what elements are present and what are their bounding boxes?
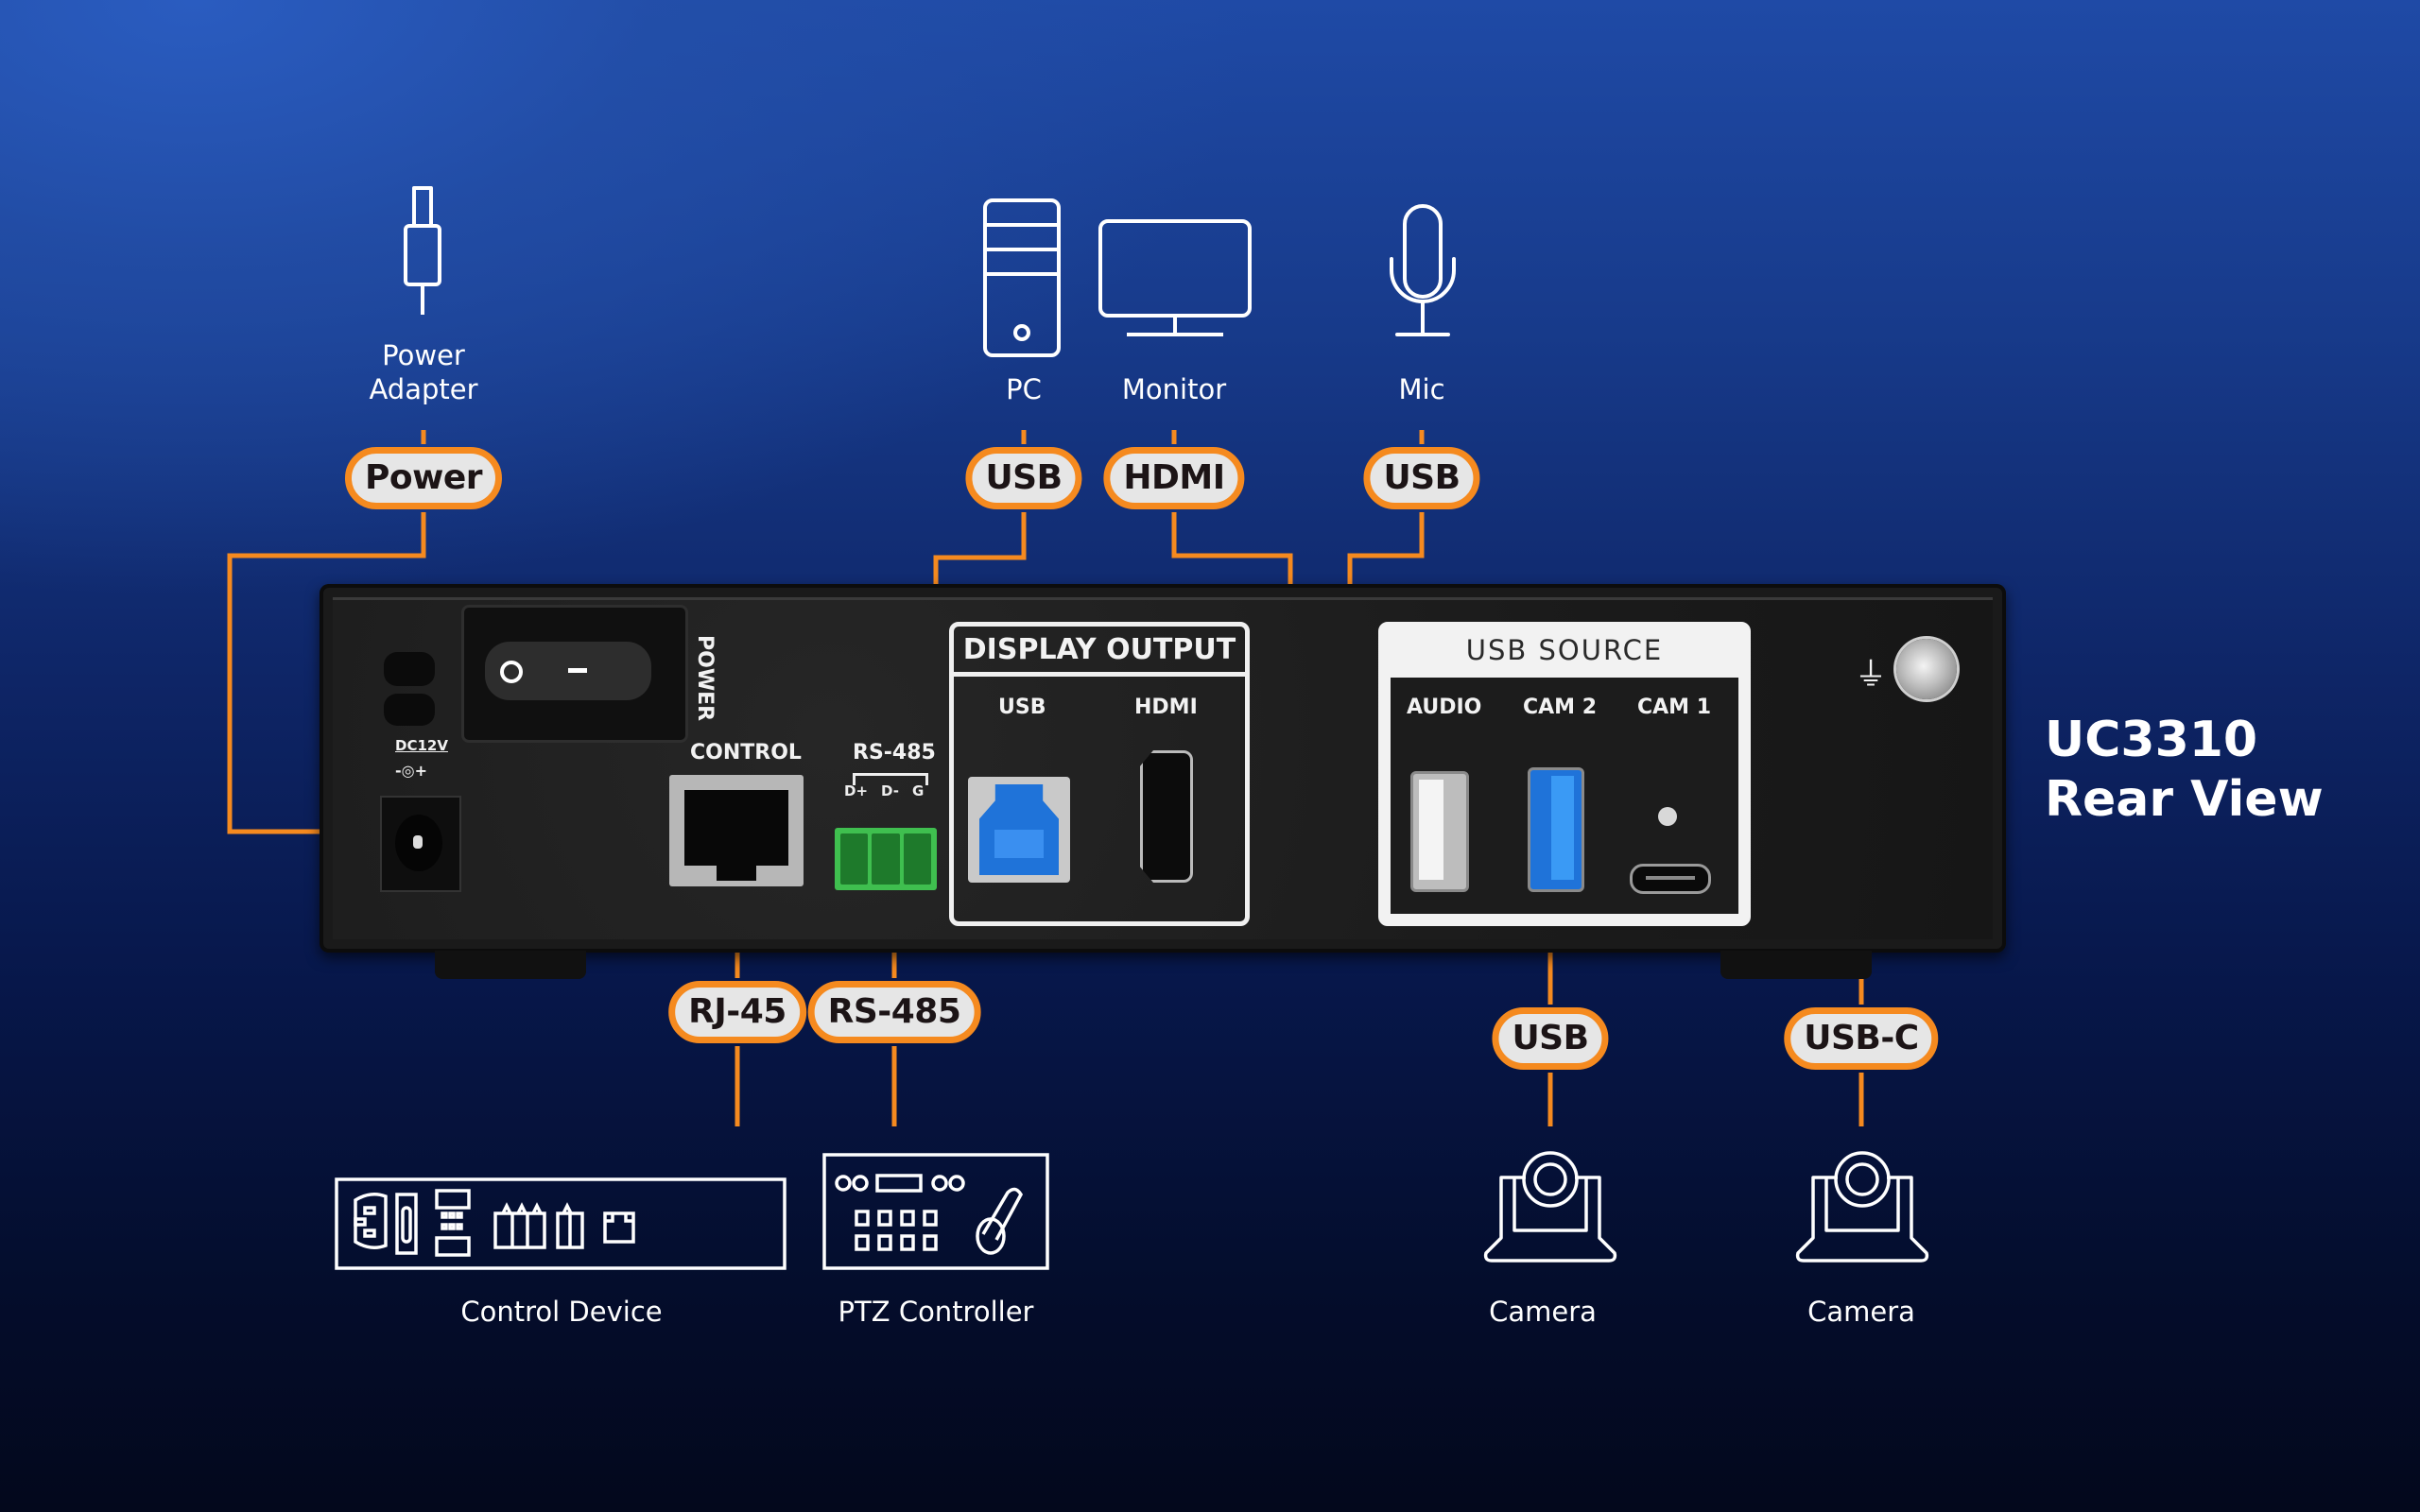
vent-slot	[384, 694, 435, 726]
cam2-usb-badge: USB	[1492, 1007, 1609, 1070]
power-adapter-label-line2: Adapter	[369, 373, 478, 405]
product-view-name: Rear View	[2045, 771, 2324, 828]
vent-slot	[384, 652, 435, 686]
ground-screw[interactable]	[1896, 639, 1957, 699]
hdmi-display-port[interactable]	[1140, 750, 1193, 883]
power-badge: Power	[344, 447, 503, 509]
power-switch-housing	[461, 605, 688, 743]
cam1-usbc-badge: USB-C	[1784, 1007, 1939, 1070]
rj45-port-opening	[684, 790, 788, 866]
usb-a-white-tongue	[1419, 780, 1443, 880]
display-hdmi-label: HDMI	[1134, 696, 1198, 719]
rs485-badge: RS-485	[807, 981, 981, 1043]
rj45-control-port[interactable]	[669, 775, 804, 886]
ptz-controller-icon	[822, 1153, 1049, 1270]
usb-a-cam2-port[interactable]	[1528, 767, 1584, 892]
camera-label-cam2: Camera	[1489, 1296, 1597, 1328]
rs485-port-label: RS-485	[853, 741, 936, 765]
terminal-slot	[840, 833, 869, 885]
switch-off-symbol	[500, 661, 523, 683]
pc-label: PC	[1006, 373, 1042, 405]
dc12v-label: DC12V	[395, 737, 448, 754]
rs485-pin-labels: D+ D- G	[844, 782, 924, 799]
mic-label: Mic	[1398, 373, 1445, 405]
cam2-port-label: CAM 2	[1523, 696, 1598, 719]
display-output-panel: DISPLAY OUTPUT	[949, 622, 1250, 926]
rj45-clip-slot	[717, 860, 756, 881]
power-adapter-label-line1: Power	[382, 339, 465, 371]
pc-usb-badge: USB	[965, 447, 1082, 509]
audio-port-label: AUDIO	[1407, 696, 1482, 719]
microphone-icon	[1390, 204, 1456, 336]
usb-c-tongue	[1646, 876, 1695, 880]
power-adapter-label: Power Adapter	[369, 338, 477, 406]
device-foot	[1720, 951, 1872, 979]
display-usb-label: USB	[998, 696, 1046, 719]
usb-b-display-port[interactable]	[968, 777, 1070, 883]
usb-b-tongue	[994, 830, 1044, 858]
usb-c-cam1-port[interactable]	[1630, 864, 1711, 894]
display-output-header: DISPLAY OUTPUT	[954, 627, 1245, 677]
cam1-port-label: CAM 1	[1637, 696, 1712, 719]
device-foot	[435, 951, 586, 979]
switch-on-symbol	[568, 668, 587, 673]
pc-tower-icon	[983, 198, 1061, 357]
usb-source-header: USB SOURCE	[1465, 634, 1664, 666]
ptz-controller-label: PTZ Controller	[838, 1296, 1034, 1328]
dc-jack-pin	[413, 835, 423, 849]
rs485-pin-ground: G	[912, 782, 925, 799]
ground-symbol-icon: ⏚	[1855, 656, 1887, 694]
power-adapter-icon	[404, 186, 441, 315]
terminal-slot	[903, 833, 931, 885]
product-model: UC3310	[2045, 712, 2258, 768]
terminal-slot	[872, 833, 900, 885]
mic-usb-badge: USB	[1363, 447, 1480, 509]
rs485-pin-dplus: D+	[844, 782, 869, 799]
rs485-pin-dminus: D-	[881, 782, 899, 799]
dc-polarity-symbol: -◎+	[395, 762, 428, 780]
camera-icon	[1795, 1151, 1929, 1263]
rs485-terminal-block[interactable]	[835, 828, 937, 890]
monitor-icon	[1098, 219, 1252, 336]
usb-a-audio-port[interactable]	[1410, 771, 1469, 892]
usb-a-blue-tongue	[1551, 776, 1574, 880]
dc-power-jack[interactable]	[380, 796, 461, 892]
control-device-label: Control Device	[460, 1296, 663, 1328]
power-switch-label: POWER	[693, 635, 717, 722]
hdmi-badge: HDMI	[1103, 447, 1245, 509]
product-title: UC3310 Rear View	[2045, 711, 2324, 830]
control-device-icon	[335, 1177, 786, 1270]
rj45-badge: RJ-45	[668, 981, 806, 1043]
camera-label-cam1: Camera	[1807, 1296, 1915, 1328]
camera-icon	[1483, 1151, 1617, 1263]
monitor-label: Monitor	[1121, 373, 1227, 405]
power-rocker-switch[interactable]	[485, 642, 651, 700]
control-port-label: CONTROL	[690, 741, 802, 765]
led-indicator	[1658, 807, 1677, 826]
rs485-pin-bracket	[853, 773, 928, 785]
